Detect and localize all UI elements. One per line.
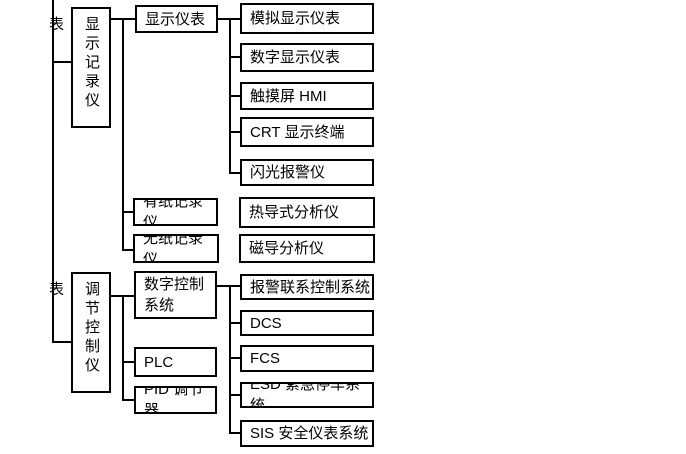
connector-line (122, 295, 124, 401)
node-fcs: FCS (240, 345, 374, 372)
connector-line (231, 56, 240, 58)
connector-line (54, 341, 71, 343)
node-magnetic-analyzer: 磁导分析仪 (239, 234, 375, 263)
connector-line (231, 131, 240, 133)
connector-line (52, 0, 54, 343)
node-display-recording-instruments: 显示记录仪表 (47, 7, 111, 128)
node-paper-recorder: 有纸记录仪 (133, 198, 218, 226)
connector-line (231, 394, 240, 396)
connector-line (124, 361, 134, 363)
connector-line (124, 399, 134, 401)
connector-line (217, 285, 240, 287)
node-crt-terminal: CRT 显示终端 (240, 117, 374, 147)
connector-line (231, 322, 240, 324)
node-plc: PLC (134, 347, 217, 377)
node-display-instruments: 显示仪表 (135, 5, 218, 33)
node-flash-alarm: 闪光报警仪 (240, 159, 374, 186)
node-thermal-conductivity-analyzer: 热导式分析仪 (239, 197, 375, 228)
connector-line (54, 61, 71, 63)
connector-line (122, 18, 124, 251)
node-digital-display: 数字显示仪表 (240, 43, 374, 72)
node-paperless-recorder: 无纸记录仪 (133, 234, 219, 263)
connector-line (229, 18, 231, 174)
connector-line (124, 211, 133, 213)
node-pid-controller: PID 调节器 (134, 386, 217, 414)
connector-line (231, 357, 240, 359)
connector-line (229, 285, 231, 434)
connector-line (231, 95, 240, 97)
node-control-instruments: 调节控制仪表 (47, 272, 111, 393)
node-analog-display: 模拟显示仪表 (240, 3, 374, 34)
connector-line (231, 432, 240, 434)
connector-line (231, 172, 240, 174)
node-esd: ESD 紧急停车系统 (240, 382, 374, 408)
connector-line (124, 249, 133, 251)
node-dcs: DCS (240, 310, 374, 336)
node-digital-control-system: 数字控制系统 (134, 271, 217, 319)
node-alarm-interlock-system: 报警联系控制系统 (240, 274, 374, 300)
node-touchscreen-hmi: 触摸屏 HMI (240, 82, 374, 110)
node-sis: SIS 安全仪表系统 (240, 420, 374, 447)
